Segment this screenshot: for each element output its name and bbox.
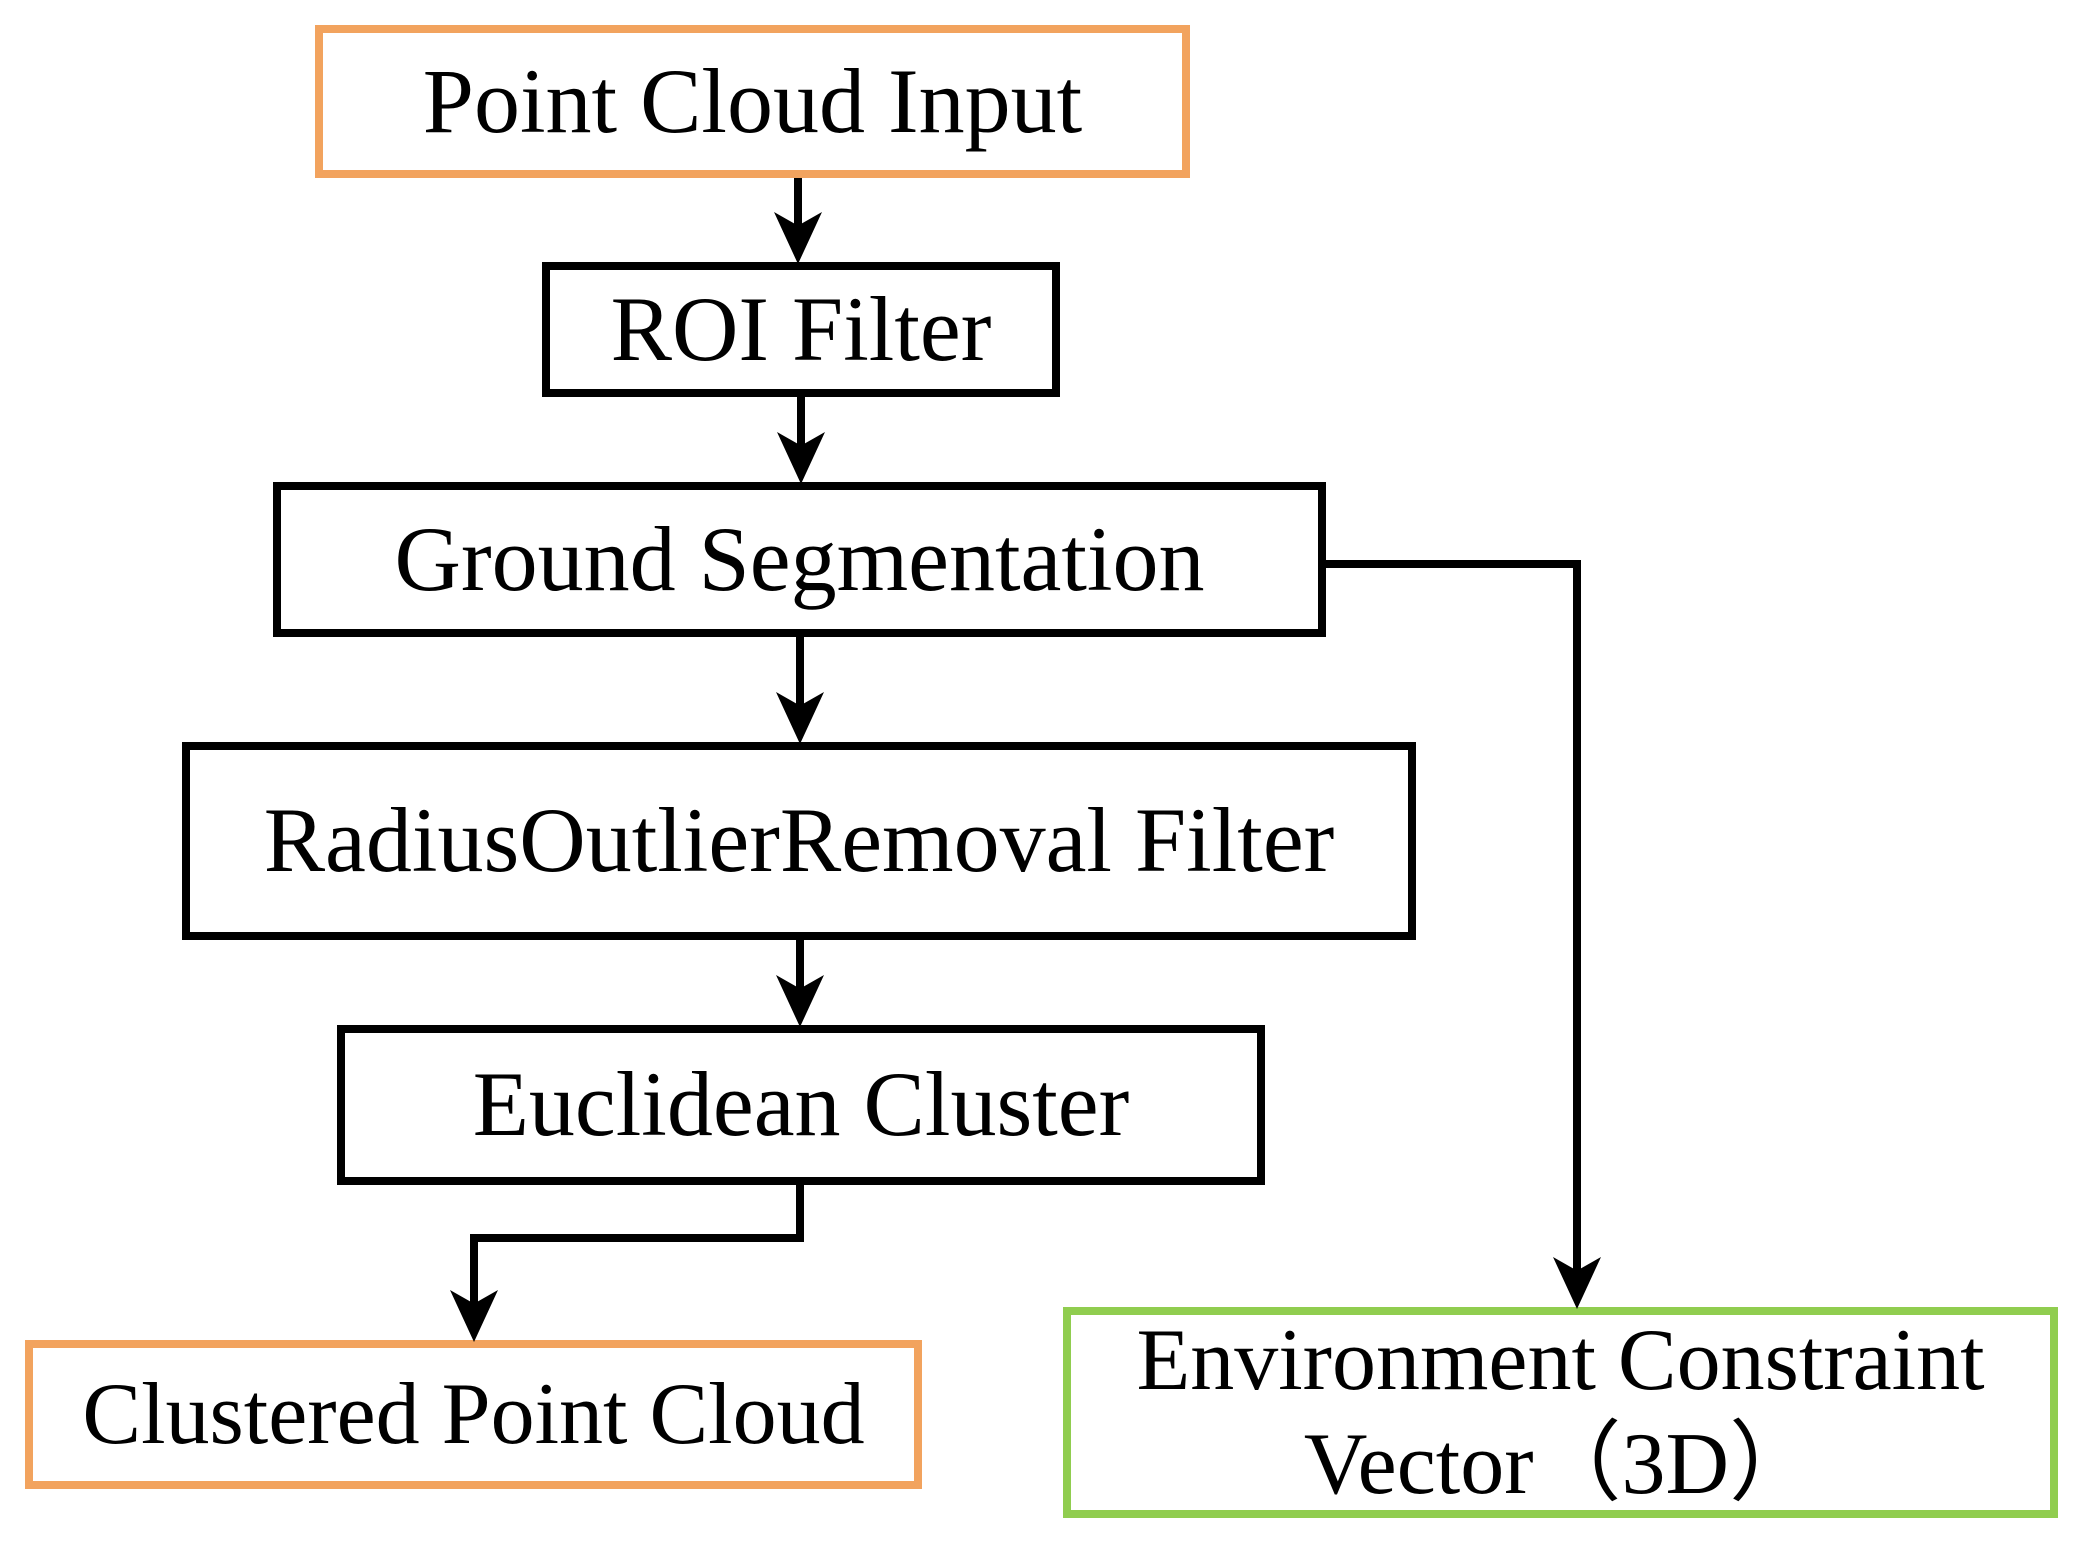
node-ground-segmentation: Ground Segmentation: [273, 482, 1326, 637]
node-environment-constraint-vector: Environment Constraint Vector（3D）: [1063, 1307, 2058, 1518]
environment-constraint-line2: Vector（3D）: [1303, 1415, 1818, 1513]
node-point-cloud-input: Point Cloud Input: [315, 25, 1190, 178]
environment-constraint-line1: Environment Constraint: [1136, 1311, 1985, 1409]
edge-euclidean-cluster-to-clustered-point-cloud: [450, 1185, 804, 1342]
node-clustered-point-cloud: Clustered Point Cloud: [25, 1340, 922, 1489]
node-roi-filter: ROI Filter: [542, 262, 1060, 397]
node-radius-outlier-removal-filter: RadiusOutlierRemoval Filter: [182, 742, 1416, 940]
node-euclidean-cluster: Euclidean Cluster: [337, 1025, 1265, 1185]
